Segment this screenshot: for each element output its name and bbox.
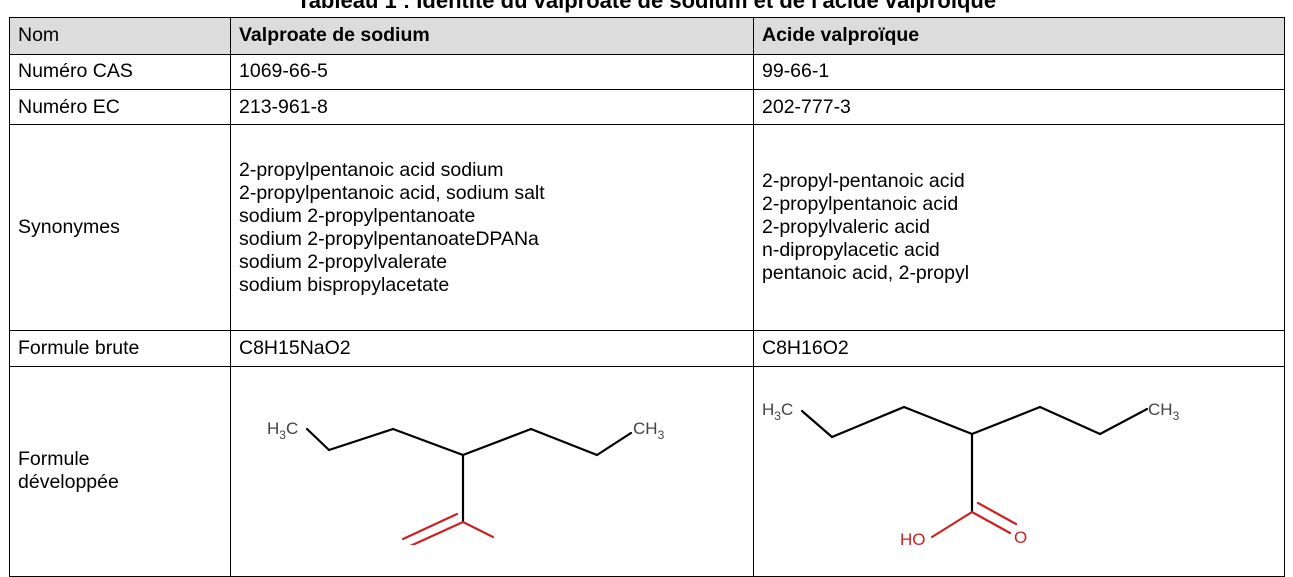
bond [1098,408,1149,436]
bond [305,428,331,452]
synonym-item: sodium 2-propylvalerate [239,250,448,273]
bond [327,428,395,452]
double-bond [970,511,1012,535]
atom-label-ho: HO [900,530,926,545]
oxygen-bond-group [401,513,495,546]
table-row: Numéro EC 213-961-8 202-777-3 [9,88,1285,126]
row-label-synonyms: Synonymes [9,124,231,332]
bond-group [305,428,633,524]
ec-sodium-valproate: 213-961-8 [230,88,754,126]
ec-valproic-acid: 202-777-3 [753,88,1285,126]
synonym-item: n-dipropylacetic acid [762,239,940,262]
header-name: Nom [9,17,231,55]
bond [391,428,465,457]
sodium-valproate-structure: H3C CH3 [267,419,665,546]
bond [595,432,633,457]
bond [902,406,974,436]
bond-group [800,406,1149,514]
double-bond [401,513,459,541]
bond [930,511,974,539]
cas-sodium-valproate: 1069-66-5 [230,53,754,90]
synonym-item: sodium 2-propylpentanoate [239,204,476,227]
formula-sodium-valproate: C8H15NaO2 [230,330,754,367]
bond [800,410,834,439]
bond [1038,406,1102,436]
identity-table: Nom Valproate de sodium Acide valproïque… [9,17,1285,577]
bond [970,406,1042,436]
synonyms-sodium-valproate: 2-propylpentanoic acid sodium 2-propylpe… [230,124,754,332]
synonym-item: 2-propylpentanoic acid, sodium salt [239,181,545,204]
double-bond [409,521,465,546]
table-row: Formule brute C8H15NaO2 C8H16O2 [9,330,1285,367]
structure-label-line1: Formule [18,448,90,471]
row-label-ec: Numéro EC [9,88,231,126]
header-sodium-valproate: Valproate de sodium [230,17,754,55]
cas-valproic-acid: 99-66-1 [753,53,1285,90]
header-valproic-acid: Acide valproïque [753,17,1285,55]
atom-label-h3c: H3C [267,419,298,442]
table-row: Numéro CAS 1069-66-5 99-66-1 [9,53,1285,90]
row-label-cas: Numéro CAS [9,53,231,90]
bond [461,521,495,539]
bond [529,428,599,457]
oxygen-bond-group [930,502,1018,539]
synonym-item: 2-propylpentanoic acid [762,193,959,216]
bond [461,428,533,457]
synonym-item: 2-propyl-pentanoic acid [762,170,965,193]
structure-label-line2: développée [18,471,119,494]
synonym-item: 2-propylvaleric acid [762,216,930,239]
row-label-structure: Formule développée [9,365,231,577]
formula-valproic-acid: C8H16O2 [753,330,1285,367]
table-row: Synonymes 2-propylpentanoic acid sodium … [9,124,1285,332]
double-bond [976,502,1018,526]
valproic-acid-structure: H3C CH3 HO O [762,400,1180,545]
structure-valproic-acid: H3C CH3 HO O [753,365,1285,577]
table-row: Formule développée H3C [9,365,1285,577]
bond [830,406,906,439]
atom-label-h3c: H3C [762,400,793,423]
synonym-item: pentanoic acid, 2-propyl [762,262,970,285]
row-label-formula: Formule brute [9,330,231,367]
synonym-item: sodium 2-propylpentanoateDPANa [239,227,539,250]
synonym-item: 2-propylpentanoic acid sodium [239,158,504,181]
structure-sodium-valproate: H3C CH3 [230,365,754,577]
atom-label-ch3: CH3 [633,419,665,442]
synonym-item: sodium bispropylacetate [239,273,450,296]
page-title: Tableau 1 : Identité du valproate de sod… [296,0,997,13]
atom-label-oxygen: O [1014,528,1027,545]
table-header-row: Nom Valproate de sodium Acide valproïque [9,17,1285,55]
atom-label-ch3: CH3 [1148,400,1180,423]
synonyms-valproic-acid: 2-propyl-pentanoic acid 2-propylpentanoi… [753,124,1285,332]
